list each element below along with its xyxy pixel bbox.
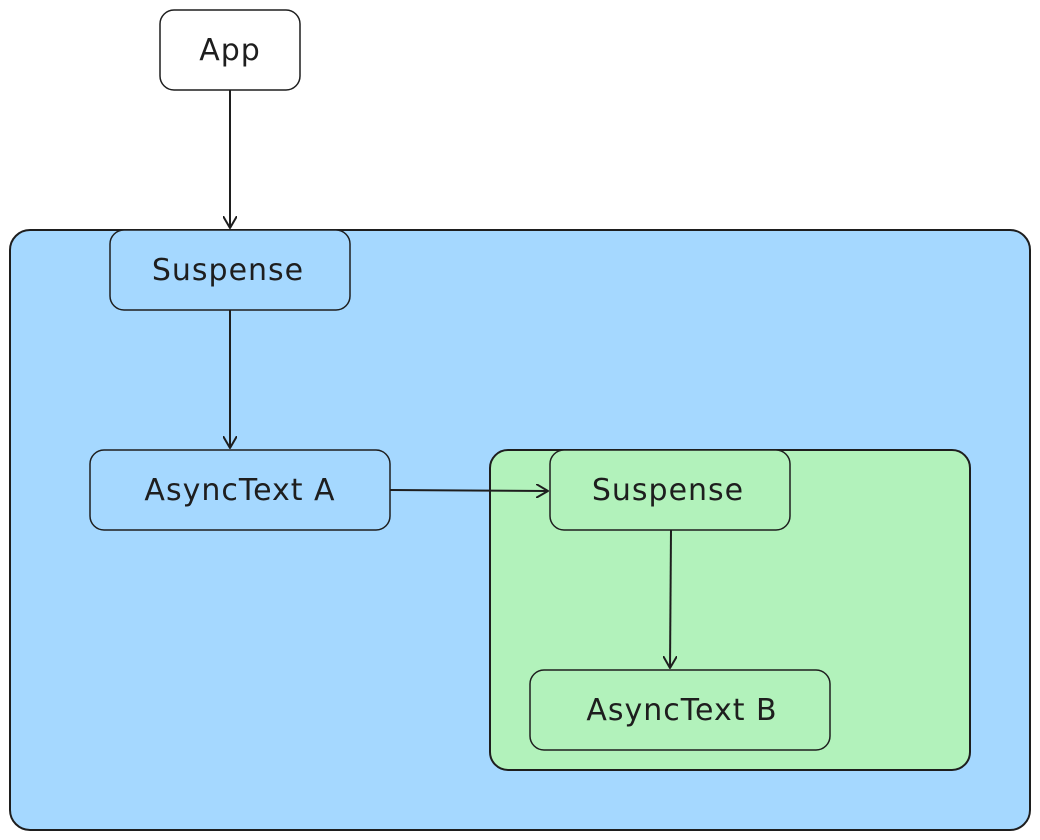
node-app-label: App [199,33,261,68]
node-suspense-outer-label: Suspense [152,253,304,288]
node-async-text-b-label: AsyncText B [586,693,777,728]
node-async-text-a[interactable]: AsyncText A [89,449,391,531]
node-async-text-b[interactable]: AsyncText B [529,669,831,751]
node-async-text-a-label: AsyncText A [144,473,335,508]
node-app[interactable]: App [159,9,301,91]
edge-suspense-to-async-text-b [670,529,671,668]
node-suspense-inner[interactable]: Suspense [549,449,791,531]
node-suspense-outer[interactable]: Suspense [109,229,351,311]
node-suspense-inner-label: Suspense [592,473,744,508]
edge-async-text-a-to-suspense [389,490,548,491]
